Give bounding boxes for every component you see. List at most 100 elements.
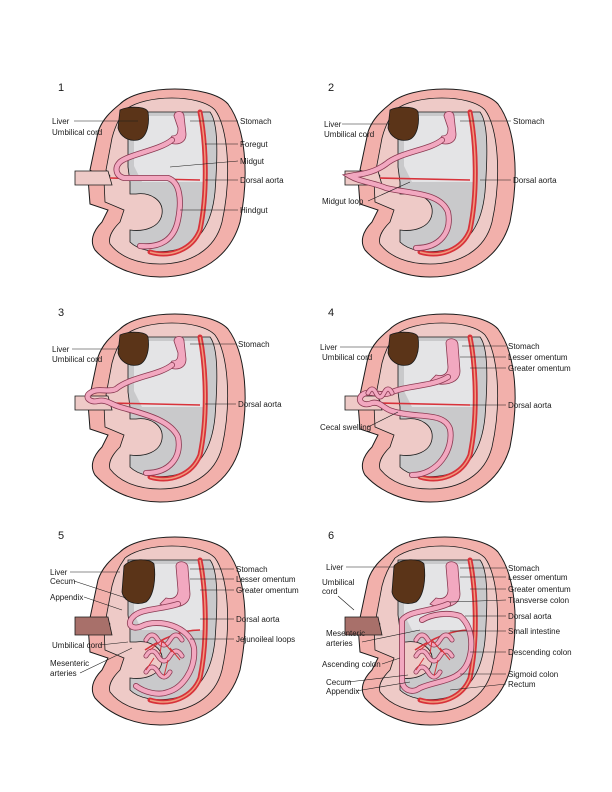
label-umbilical-cord: Umbilical cord <box>52 641 102 650</box>
panel-6: 6LiverUmbilicalcordMesentericarteriesAsc… <box>322 530 572 726</box>
dorsal-aorta-highlight <box>149 559 207 703</box>
stomach <box>167 336 187 370</box>
leader-line <box>367 181 411 202</box>
label-lesser-omentum: Lesser omentum <box>236 575 296 584</box>
liver <box>121 559 156 604</box>
label-umbilical-cord: Umbilical cord <box>52 355 102 364</box>
liver <box>387 331 419 366</box>
label-liver: Liver <box>52 345 70 354</box>
label-liver: Liver <box>320 343 338 352</box>
gut-tube <box>114 137 183 249</box>
label-umbilical-cord: Umbilical cord <box>324 130 374 139</box>
label-umbilical-cord: Umbilical cord <box>52 128 102 137</box>
dorsal-aorta-highlight <box>419 336 477 480</box>
label-stomach: Stomach <box>508 342 540 351</box>
mesenteric-arteries <box>145 639 181 677</box>
label-midgut: Midgut <box>240 157 265 166</box>
label-umbilical-cord: Umbilical cord <box>322 353 372 362</box>
umbilical-cord <box>74 170 113 186</box>
label-dorsal-aorta: Dorsal aorta <box>513 176 557 185</box>
label-umbilical-cord-1: Umbilical <box>322 578 355 587</box>
label-sigmoid-colon: Sigmoid colon <box>508 670 558 679</box>
label-cecum: Cecum <box>50 577 76 586</box>
gut-tube <box>127 601 197 696</box>
label-midgut-loop: Midgut loop <box>322 197 364 206</box>
label-liver: Liver <box>324 120 342 129</box>
leader-line <box>381 657 401 665</box>
gut-tube <box>343 137 451 251</box>
leader-line <box>367 411 399 428</box>
label-dorsal-aorta: Dorsal aorta <box>508 401 552 410</box>
leader-line <box>355 681 411 692</box>
leader-line <box>449 599 507 603</box>
label-stomach: Stomach <box>238 340 270 349</box>
panel-number: 6 <box>328 530 334 542</box>
panel-number: 4 <box>328 307 334 319</box>
label-cecum: Cecum <box>326 678 352 687</box>
dorsal-aorta-highlight <box>419 559 477 703</box>
dorsal-aorta-highlight <box>149 336 207 480</box>
label-jejunoileal-loops: Jejunoileal loops <box>236 635 295 644</box>
leader-line <box>337 595 355 611</box>
leader-line <box>347 674 409 683</box>
leader-line <box>361 629 421 643</box>
label-dorsal-aorta: Dorsal aorta <box>236 615 280 624</box>
leader-line <box>83 596 123 611</box>
label-greater-omentum: Greater omentum <box>236 586 299 595</box>
umbilical-cord <box>344 616 383 636</box>
label-liver: Liver <box>50 568 68 577</box>
label-stomach: Stomach <box>508 564 540 573</box>
intestinal-loops <box>144 633 184 679</box>
label-stomach: Stomach <box>513 117 545 126</box>
label-stomach: Stomach <box>236 565 268 574</box>
dorsal-aorta-highlight <box>149 111 207 255</box>
label-lesser-omentum: Lesser omentum <box>508 573 568 582</box>
panel-number: 3 <box>58 307 64 319</box>
intestinal-loops <box>366 387 394 399</box>
mesenteric-arteries <box>415 639 451 677</box>
intestinal-loops <box>414 633 454 679</box>
label-transverse-colon: Transverse colon <box>508 596 569 605</box>
label-liver: Liver <box>326 563 344 572</box>
mesenteric-artery <box>379 402 471 406</box>
label-mesenteric-arteries-2: arteries <box>50 669 77 678</box>
label-umbilical-cord-2: cord <box>322 587 338 596</box>
label-ascending-colon: Ascending colon <box>322 660 381 669</box>
label-stomach: Stomach <box>240 117 272 126</box>
leader-line <box>73 580 127 599</box>
label-foregut: Foregut <box>240 140 268 149</box>
panel-number: 5 <box>58 530 64 542</box>
label-rectum: Rectum <box>508 680 536 689</box>
label-descending-colon: Descending colon <box>508 648 572 657</box>
liver <box>387 106 419 141</box>
mesenteric-artery <box>379 177 471 181</box>
leader-line <box>99 641 129 646</box>
stomach <box>437 111 457 145</box>
stomach <box>167 111 187 145</box>
label-dorsal-aorta: Dorsal aorta <box>508 612 552 621</box>
label-lesser-omentum: Lesser omentum <box>508 353 568 362</box>
dorsal-aorta-highlight <box>419 111 477 255</box>
cavity-highlight <box>404 116 478 182</box>
leader-line <box>449 683 507 691</box>
mesenteric-artery <box>109 402 201 406</box>
leader-line <box>79 647 133 674</box>
liver <box>117 331 149 366</box>
label-dorsal-aorta: Dorsal aorta <box>238 400 282 409</box>
leader-line <box>169 160 239 168</box>
label-appendix: Appendix <box>326 687 359 696</box>
stomach <box>429 338 461 385</box>
label-mesenteric-arteries-1: Mesenteric <box>326 629 365 638</box>
liver <box>117 106 149 141</box>
label-greater-omentum: Greater omentum <box>508 364 571 373</box>
label-greater-omentum: Greater omentum <box>508 585 571 594</box>
gut-tube <box>85 362 181 476</box>
label-hindgut: Hindgut <box>240 206 268 215</box>
panel-number: 2 <box>328 82 334 94</box>
panel-number: 1 <box>58 82 64 94</box>
label-liver: Liver <box>52 117 70 126</box>
